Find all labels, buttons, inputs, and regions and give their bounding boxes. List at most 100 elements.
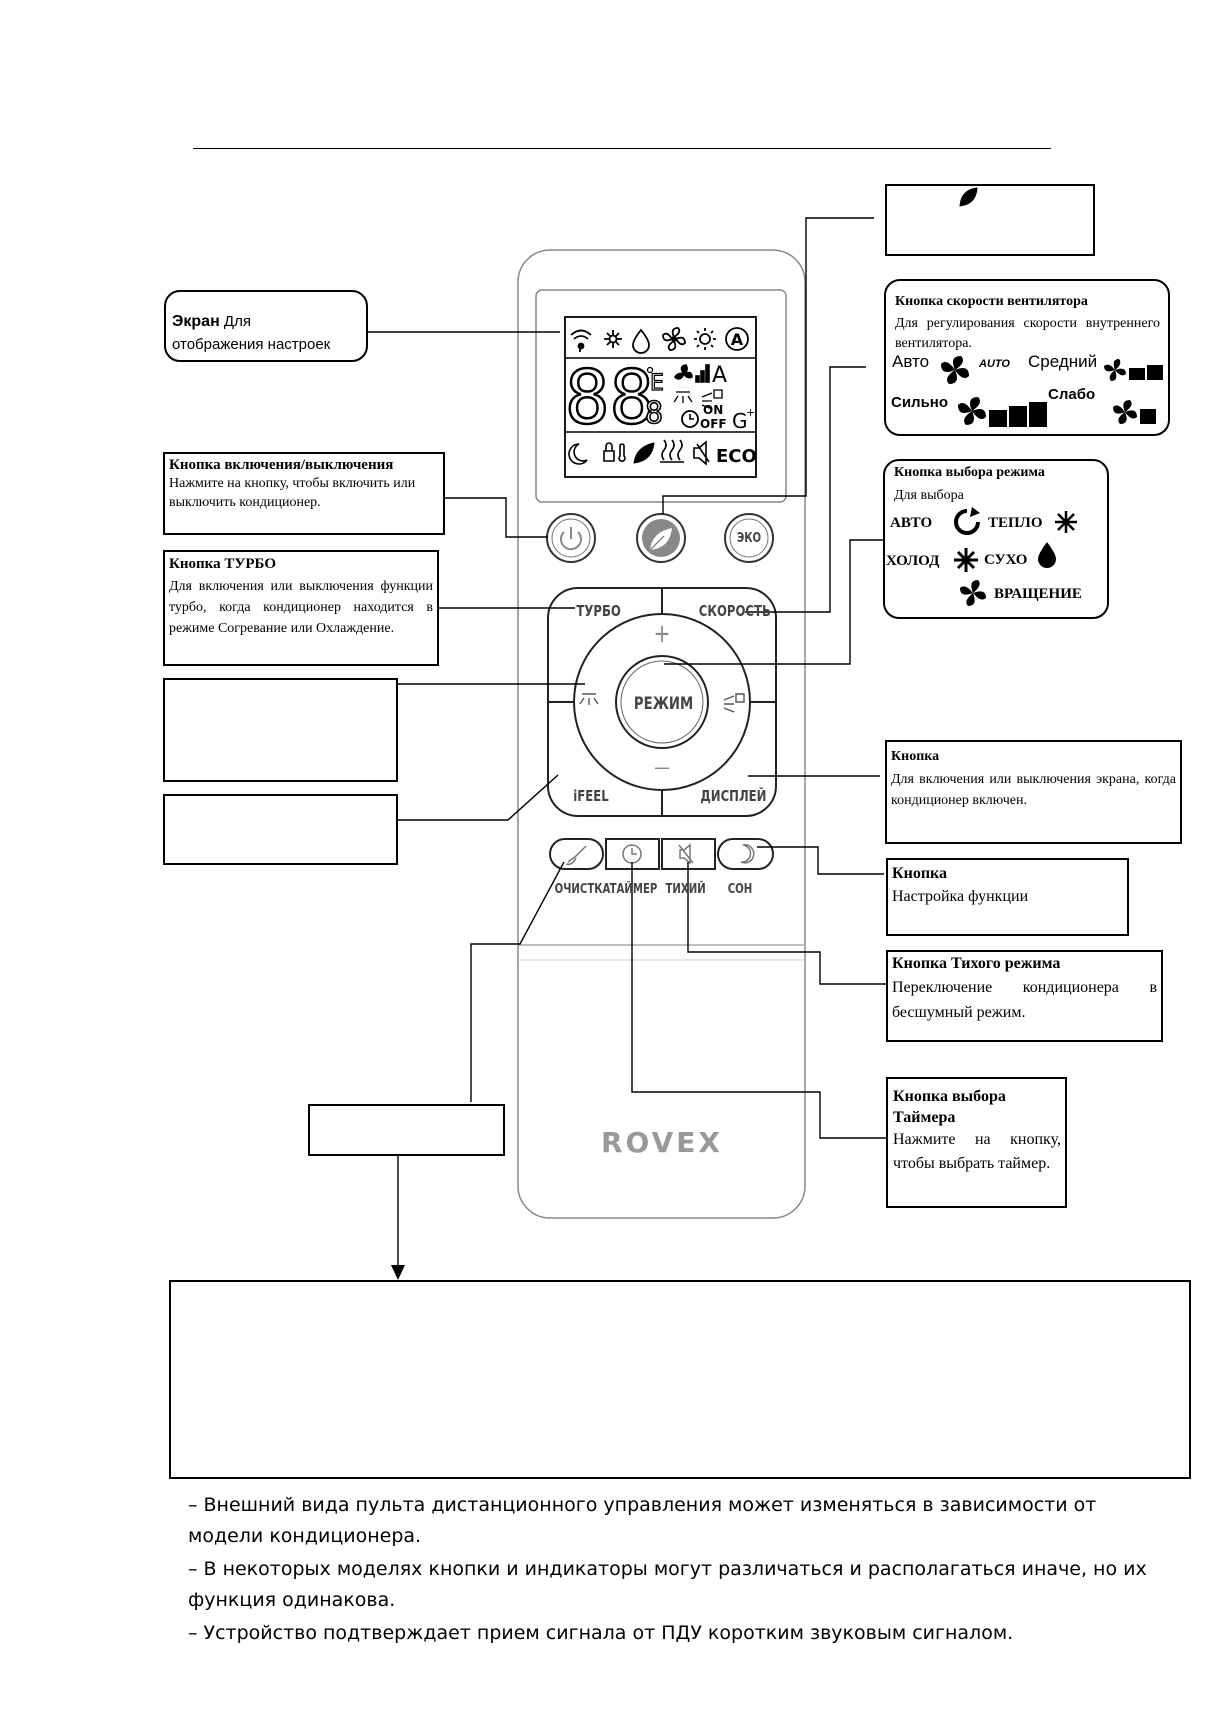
temp-minus-button[interactable]: — xyxy=(654,755,670,779)
top-rule xyxy=(193,148,1051,149)
callout-empty-top-right xyxy=(885,184,1095,256)
notes-list: –Внешний вида пульта дистанционного упра… xyxy=(186,1490,1166,1649)
mode-auto-label: АВТО xyxy=(890,515,933,531)
fan-auto-badge: AUTO xyxy=(979,358,1010,370)
sleep-text: Настройка функции xyxy=(892,888,1029,905)
brand-logo: ROVEX xyxy=(601,1126,723,1159)
callout-power: Кнопка включения/выключения Нажмите на к… xyxy=(163,452,445,535)
line-mode xyxy=(664,539,883,665)
svg-text:+: + xyxy=(746,406,755,419)
quiet-text: Переключение кондиционера в бесшумный ре… xyxy=(892,979,1157,1021)
callout-screen: Экран Для отображения настроек xyxy=(164,290,368,362)
temp-plus-button[interactable]: + xyxy=(653,619,671,649)
screen-title: Экран xyxy=(172,313,220,330)
sleep-button-shape xyxy=(717,838,774,870)
timer-text: Нажмите на кнопку, чтобы выбрать таймер. xyxy=(893,1131,1061,1172)
clean-button-shape xyxy=(549,838,604,870)
mode-text: Для выбора xyxy=(894,488,964,503)
mode-title: Кнопка выбора режима xyxy=(894,465,1045,480)
callout-turbo: Кнопка ТУРБО Для включения или выключени… xyxy=(163,550,439,666)
lcd-leaf-icon xyxy=(633,442,655,464)
fan-medium-label: Средний xyxy=(1028,352,1098,371)
turbo-text: Для включения или выключения функции тур… xyxy=(169,579,433,636)
screen-text: отображения настроек xyxy=(172,336,331,353)
note-3: –Устройство подтверждает прием сигнала о… xyxy=(188,1622,1014,1644)
arrow-down-icon xyxy=(391,1265,405,1280)
callout-display: Кнопка Для включения или выключения экра… xyxy=(885,740,1182,844)
sleep-moon-icon xyxy=(740,844,755,864)
line-power xyxy=(445,497,548,538)
mode-heat-label: ТЕПЛО xyxy=(988,515,1043,531)
callout-large-empty xyxy=(169,1280,1191,1479)
fan-speed-title: Кнопка скорости вентилятора xyxy=(895,294,1088,309)
leaf-icon xyxy=(959,187,978,207)
lcd-degree-e: E xyxy=(650,371,664,396)
fan-auto-icon xyxy=(941,356,969,384)
note-2: –В некоторых моделях кнопки и индикаторы… xyxy=(188,1558,1147,1611)
lcd-g: G xyxy=(732,409,748,433)
quiet-speaker-icon xyxy=(678,843,694,865)
ifeel-button[interactable]: iFEEL xyxy=(573,787,609,805)
callout-mode-select: Кнопка выбора режима Для выбора xyxy=(883,459,1109,619)
lcd-auto-a-icon: A xyxy=(731,330,744,349)
swing-right-icon xyxy=(723,693,745,713)
lcd-digits: 88 xyxy=(565,355,654,441)
sleep-title: Кнопка xyxy=(892,865,948,882)
line-leaf xyxy=(662,217,874,514)
power-text: Нажмите на кнопку, чтобы включить или вы… xyxy=(169,476,416,510)
lcd-on: ON xyxy=(703,403,723,417)
mode-cool-icon xyxy=(954,548,978,572)
sleep-label: СОН xyxy=(727,882,753,897)
callout-timer: Кнопка выбора Таймера Нажмите на кнопку,… xyxy=(886,1077,1067,1208)
eco-button[interactable]: ЭКО xyxy=(736,531,762,546)
line-fanspeed xyxy=(745,366,866,613)
lcd-bottom-icons xyxy=(568,439,710,466)
mode-cool-label: ХОЛОД xyxy=(886,553,940,569)
swing-left-icon xyxy=(579,693,599,705)
lcd-fan-speed-icon xyxy=(673,364,710,383)
fan-strong-icon xyxy=(958,397,1047,427)
lcd-top-icons xyxy=(570,327,749,354)
lcd-swing-vertical-icon xyxy=(673,391,693,403)
mode-heat-icon xyxy=(1055,511,1077,533)
timer-title: Кнопка выбора Таймера xyxy=(893,1088,1006,1126)
display-button[interactable]: ДИСПЛЕЙ xyxy=(700,787,767,805)
mode-fan-icon xyxy=(960,580,986,606)
mode-dry-label: СУХО xyxy=(984,552,1028,568)
line-clean xyxy=(470,861,565,1102)
line-quiet xyxy=(687,862,886,985)
fan-strong-label: Сильно xyxy=(891,394,949,411)
power-title: Кнопка включения/выключения xyxy=(169,457,394,473)
speed-button[interactable]: СКОРОСТЬ xyxy=(698,602,771,620)
timer-label: ТАЙМЕР xyxy=(609,882,658,897)
line-ifeel xyxy=(397,774,559,821)
clean-brush-icon xyxy=(565,845,587,866)
clean-label: ОЧИСТКА xyxy=(554,882,611,897)
screen-text-inline: Для xyxy=(223,313,251,330)
callout-sleep: Кнопка Настройка функции xyxy=(886,858,1129,936)
lcd-digit-small: 8 xyxy=(645,396,663,431)
lcd-clock-icon xyxy=(681,410,699,428)
mode-button[interactable]: РЕЖИМ xyxy=(633,694,694,714)
callout-empty-bottom-left xyxy=(308,1104,505,1156)
line-sleep xyxy=(757,846,884,875)
lcd-fan-auto: A xyxy=(712,363,727,388)
callout-empty-left-1 xyxy=(163,678,398,782)
callout-quiet: Кнопка Тихого режима Переключение кондиц… xyxy=(886,950,1163,1042)
turbo-title: Кнопка ТУРБО xyxy=(169,556,276,572)
line-timer xyxy=(631,862,886,1139)
lcd-eco: ECO xyxy=(716,446,757,467)
mode-auto-icon xyxy=(954,507,980,535)
lcd-swing-horizontal-icon xyxy=(701,389,723,410)
quiet-label: ТИХИЙ xyxy=(665,882,706,897)
fan-weak-label: Слабо xyxy=(1048,386,1096,403)
turbo-button[interactable]: ТУРБО xyxy=(576,602,621,620)
display-text: Для включения или выключения экрана, ког… xyxy=(891,772,1176,808)
display-title: Кнопка xyxy=(891,749,940,764)
fan-medium-icon xyxy=(1104,359,1163,381)
mode-button-shape xyxy=(615,655,709,749)
quiet-title: Кнопка Тихого режима xyxy=(892,955,1061,972)
fan-weak-icon xyxy=(1113,400,1156,424)
